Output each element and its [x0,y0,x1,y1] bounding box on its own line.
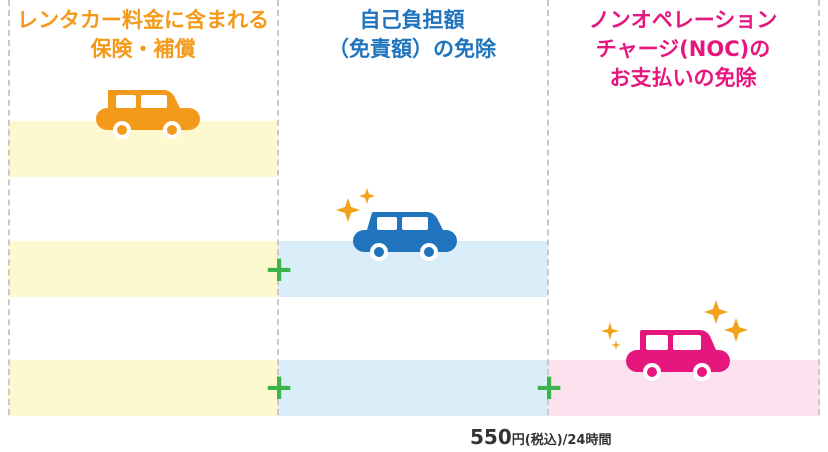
coverage-band-col1-row2 [8,241,278,297]
heading-line: レンタカー料金に含まれる [17,8,269,32]
heading-line: ノンオペレーション [588,8,778,32]
plus-icon: + [534,367,565,408]
heading-line: チャージ(NOC)の [595,37,771,61]
price-unit: 円(税込)/24時間 [511,433,612,448]
heading-line: 保険・補償 [90,37,196,61]
heading-deductible-waiver: 自己負担額 （免責額）の免除 [277,6,547,64]
column-divider [277,0,279,415]
price-amount: 550 [470,425,512,449]
orange-car-icon [96,90,200,139]
coverage-band-col2-row3 [278,360,548,416]
blue-car-icon [353,212,457,261]
sparkle-icon [601,300,748,350]
coverage-band-col1-row1 [8,121,278,177]
column-divider [818,0,820,415]
heading-line: （免責額）の免除 [328,37,496,61]
plus-icon: + [264,249,295,290]
heading-line: お支払いの免除 [609,66,757,90]
pink-car-icon [626,330,730,381]
heading-noc-waiver: ノンオペレーション チャージ(NOC)の お支払いの免除 [548,6,818,93]
heading-included-insurance: レンタカー料金に含まれる 保険・補償 [8,6,278,64]
plus-icon: + [264,367,295,408]
sparkle-icon [336,188,375,222]
column-divider [547,0,549,415]
heading-line: 自己負担額 [359,8,465,32]
column-divider [8,0,10,415]
noc-price: 550円(税込)/24時間 [470,425,611,449]
coverage-band-col1-row3 [8,360,278,416]
